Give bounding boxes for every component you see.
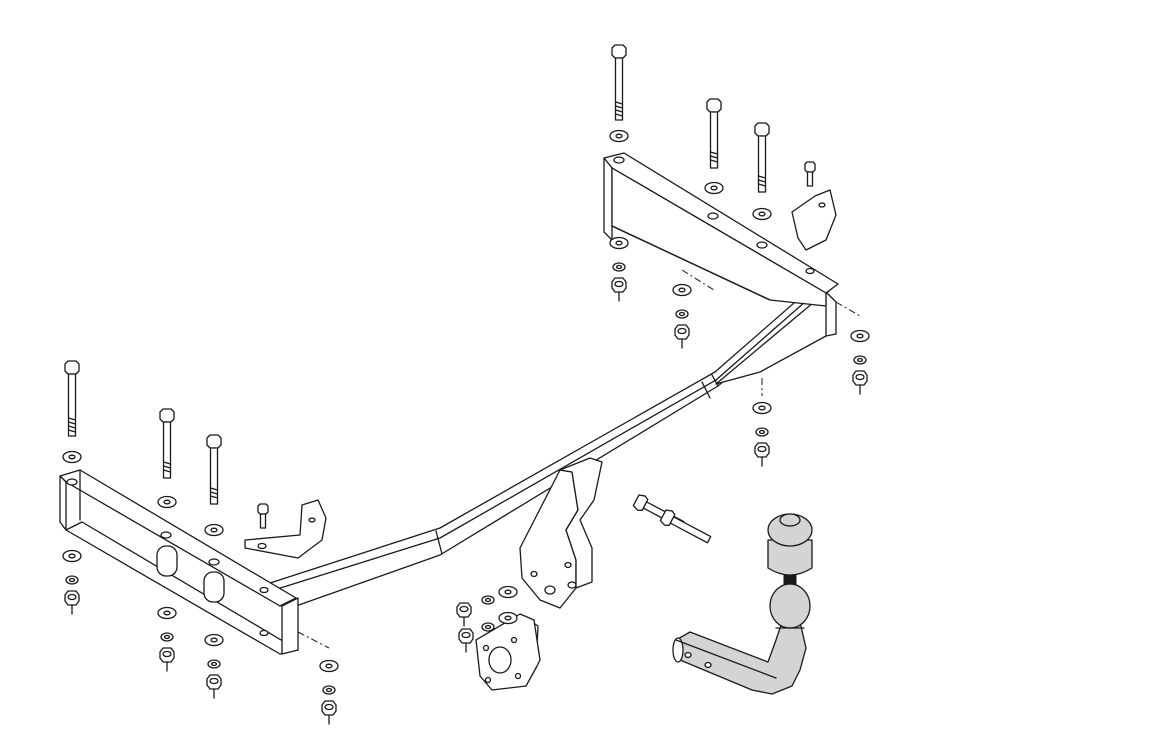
tow-ball [769, 573, 811, 629]
tow-ball-neck [672, 621, 807, 695]
tow-ball-mounting-plate [519, 457, 603, 609]
electrical-socket-plate [475, 613, 541, 691]
right-small-bracket [791, 161, 837, 251]
left-arm-hardware [63, 551, 338, 725]
left-mounting-arm [59, 469, 299, 655]
right-arm-hardware [610, 238, 869, 467]
left-small-bracket [244, 499, 327, 559]
tow-ball-cap [767, 513, 813, 576]
plate-bolts [632, 494, 712, 544]
